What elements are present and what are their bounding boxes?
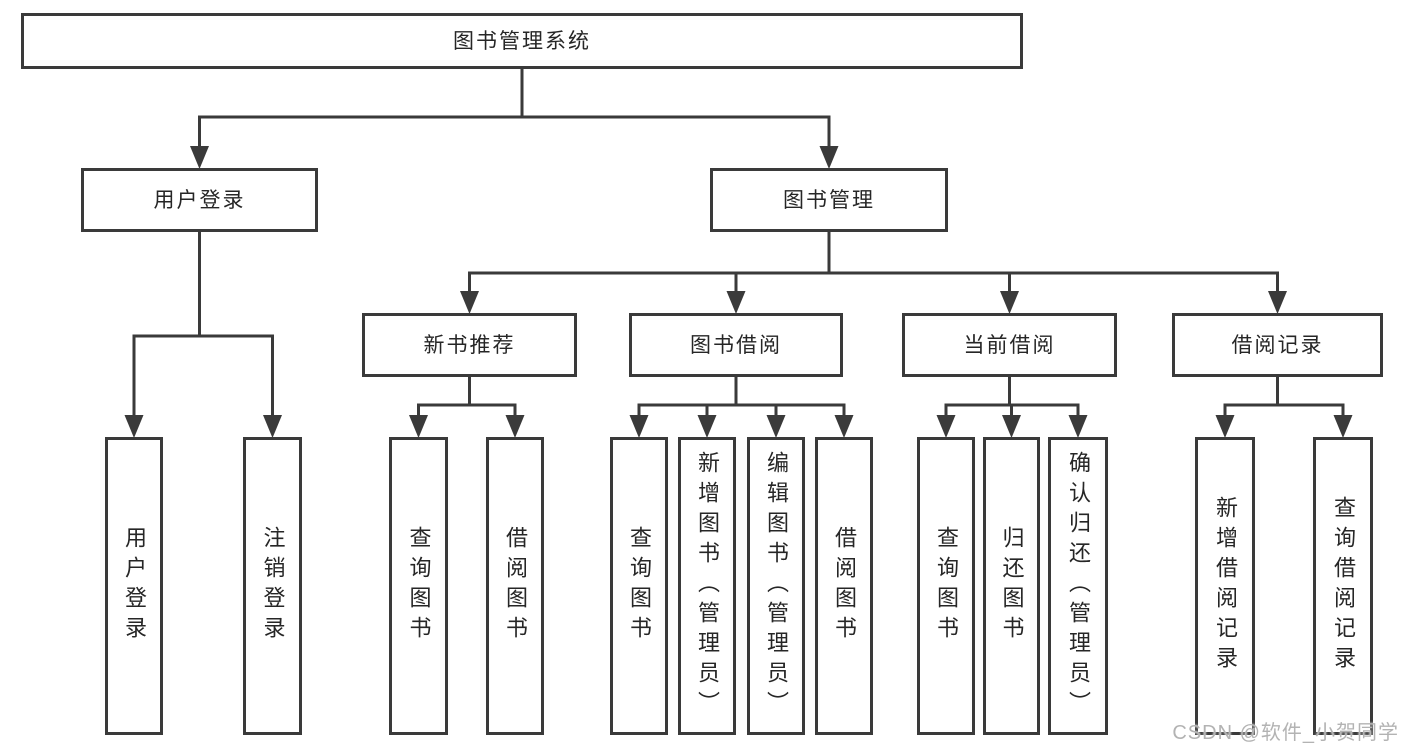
- arrowhead: [1215, 415, 1235, 438]
- node-root: 图书管理系统: [21, 13, 1023, 69]
- node-br-query: 查询借阅记录: [1313, 437, 1373, 735]
- arrowhead: [629, 415, 649, 438]
- arrowhead: [505, 415, 525, 438]
- node-label-bb-query: 查询图书: [627, 526, 652, 646]
- arrowhead: [1268, 291, 1287, 314]
- arrowhead: [834, 415, 854, 438]
- arrowhead: [1068, 415, 1088, 438]
- node-current-borrow: 当前借阅: [902, 313, 1117, 377]
- arrowhead: [726, 291, 746, 314]
- node-label-cb-query: 查询图书: [934, 526, 959, 646]
- arrowhead: [1000, 291, 1019, 314]
- node-bb-add: 新增图书（管理员）: [678, 437, 736, 735]
- node-bb-edit: 编辑图书（管理员）: [747, 437, 805, 735]
- node-label-root: 图书管理系统: [453, 29, 591, 53]
- node-label-leaf-user-login: 用户登录: [122, 526, 147, 646]
- node-label-book-mgmt: 图书管理: [783, 188, 875, 212]
- node-label-nb-borrow: 借阅图书: [503, 526, 528, 646]
- node-bb-borrow: 借阅图书: [815, 437, 873, 735]
- node-label-user-login: 用户登录: [153, 188, 246, 212]
- arrowhead: [936, 415, 956, 438]
- arrowhead: [409, 415, 428, 438]
- node-book-borrow: 图书借阅: [629, 313, 843, 377]
- node-label-nb-query: 查询图书: [406, 526, 432, 646]
- node-leaf-user-login: 用户登录: [105, 437, 163, 735]
- node-label-br-query: 查询借阅记录: [1331, 496, 1356, 676]
- node-label-cb-return: 归还图书: [999, 526, 1025, 646]
- node-new-book-rec: 新书推荐: [362, 313, 577, 377]
- arrowhead: [124, 415, 144, 438]
- node-book-mgmt: 图书管理: [710, 168, 948, 232]
- arrowhead: [460, 291, 479, 314]
- node-label-borrow-records: 借阅记录: [1231, 333, 1324, 357]
- arrowhead: [819, 146, 839, 169]
- node-leaf-logout: 注销登录: [243, 437, 302, 735]
- node-label-book-borrow: 图书借阅: [690, 333, 782, 357]
- node-cb-return: 归还图书: [983, 437, 1040, 735]
- node-nb-borrow: 借阅图书: [486, 437, 544, 735]
- node-label-cb-confirm: 确认归还（管理员）: [1066, 451, 1091, 721]
- node-bb-query: 查询图书: [610, 437, 668, 735]
- node-br-add: 新增借阅记录: [1195, 437, 1255, 735]
- node-cb-confirm: 确认归还（管理员）: [1048, 437, 1108, 735]
- arrowhead: [190, 146, 209, 169]
- arrowhead: [697, 415, 717, 438]
- arrowhead: [1333, 415, 1353, 438]
- arrowhead: [263, 415, 282, 438]
- watermark-text: CSDN @软件_小贺同学: [1172, 722, 1399, 744]
- arrowhead: [766, 415, 786, 438]
- node-label-current-borrow: 当前借阅: [963, 333, 1056, 357]
- arrowhead: [1002, 415, 1021, 438]
- node-label-bb-edit: 编辑图书（管理员）: [764, 451, 789, 721]
- node-borrow-records: 借阅记录: [1172, 313, 1383, 377]
- node-label-new-book-rec: 新书推荐: [423, 333, 516, 357]
- node-label-bb-add: 新增图书（管理员）: [695, 451, 720, 721]
- node-nb-query: 查询图书: [389, 437, 448, 735]
- node-cb-query: 查询图书: [917, 437, 975, 735]
- node-label-bb-borrow: 借阅图书: [832, 526, 857, 646]
- node-label-leaf-logout: 注销登录: [260, 526, 286, 646]
- node-user-login: 用户登录: [81, 168, 318, 232]
- node-label-br-add: 新增借阅记录: [1213, 496, 1238, 676]
